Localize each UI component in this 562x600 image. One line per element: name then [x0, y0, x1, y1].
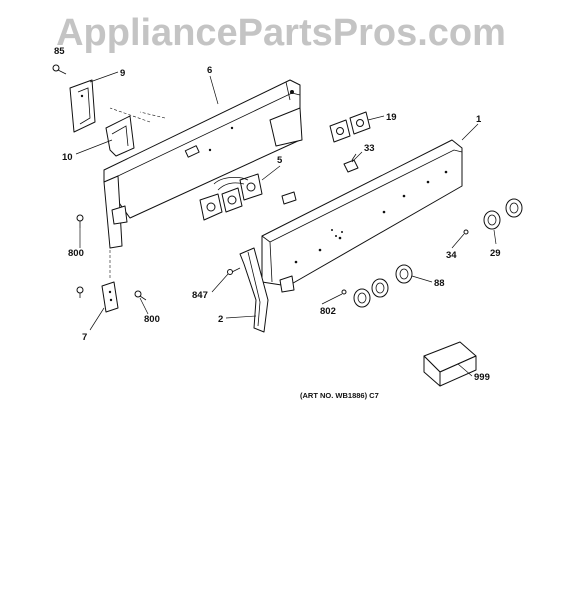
part-800-screws[interactable] [76, 214, 147, 301]
callout-800-right: 800 [144, 314, 160, 325]
part-34-screw[interactable] [463, 229, 469, 235]
part-999-box[interactable] [423, 341, 477, 387]
callout-6: 6 [207, 65, 212, 76]
callout-85: 85 [54, 46, 65, 57]
part-9-bracket[interactable] [69, 79, 96, 133]
part-10-bracket[interactable] [105, 115, 135, 157]
callout-34: 34 [446, 250, 457, 261]
callout-29: 29 [490, 248, 501, 259]
callout-33: 33 [364, 143, 375, 154]
callout-88: 88 [434, 278, 445, 289]
part-7-bracket[interactable] [101, 250, 119, 313]
part-802-screw[interactable] [341, 289, 347, 295]
callout-2: 2 [218, 314, 223, 325]
callout-7: 7 [82, 332, 87, 343]
callout-800-top: 800 [68, 248, 84, 259]
callout-1: 1 [476, 114, 482, 125]
part-29-knobs[interactable] [483, 198, 523, 230]
callout-847: 847 [192, 290, 208, 301]
watermark: AppliancePartsPros.com [56, 12, 506, 54]
part-5-infinite-switches[interactable] [199, 173, 297, 221]
part-6-backsplash-panel[interactable] [103, 79, 303, 249]
callout-labels: 85 9 6 10 19 1 5 33 800 34 29 847 88 800… [54, 46, 501, 400]
callout-19: 19 [386, 112, 397, 123]
part-88-knobs[interactable] [353, 264, 413, 308]
part-33-indicator-light[interactable] [343, 153, 359, 173]
part-85-screw[interactable] [52, 64, 67, 75]
callout-9: 9 [120, 68, 125, 79]
callout-999: 999 [474, 372, 490, 383]
art-number: (ART NO. WB1886) C7 [300, 391, 379, 400]
part-1-control-panel[interactable] [261, 139, 463, 293]
leader-lines [75, 71, 497, 377]
part-847-screw[interactable] [227, 267, 241, 275]
callout-5: 5 [277, 155, 283, 166]
callout-10: 10 [62, 152, 73, 163]
callout-802: 802 [320, 306, 336, 317]
part-2-end-cap[interactable] [239, 247, 269, 333]
part-19-switch[interactable] [329, 111, 371, 143]
